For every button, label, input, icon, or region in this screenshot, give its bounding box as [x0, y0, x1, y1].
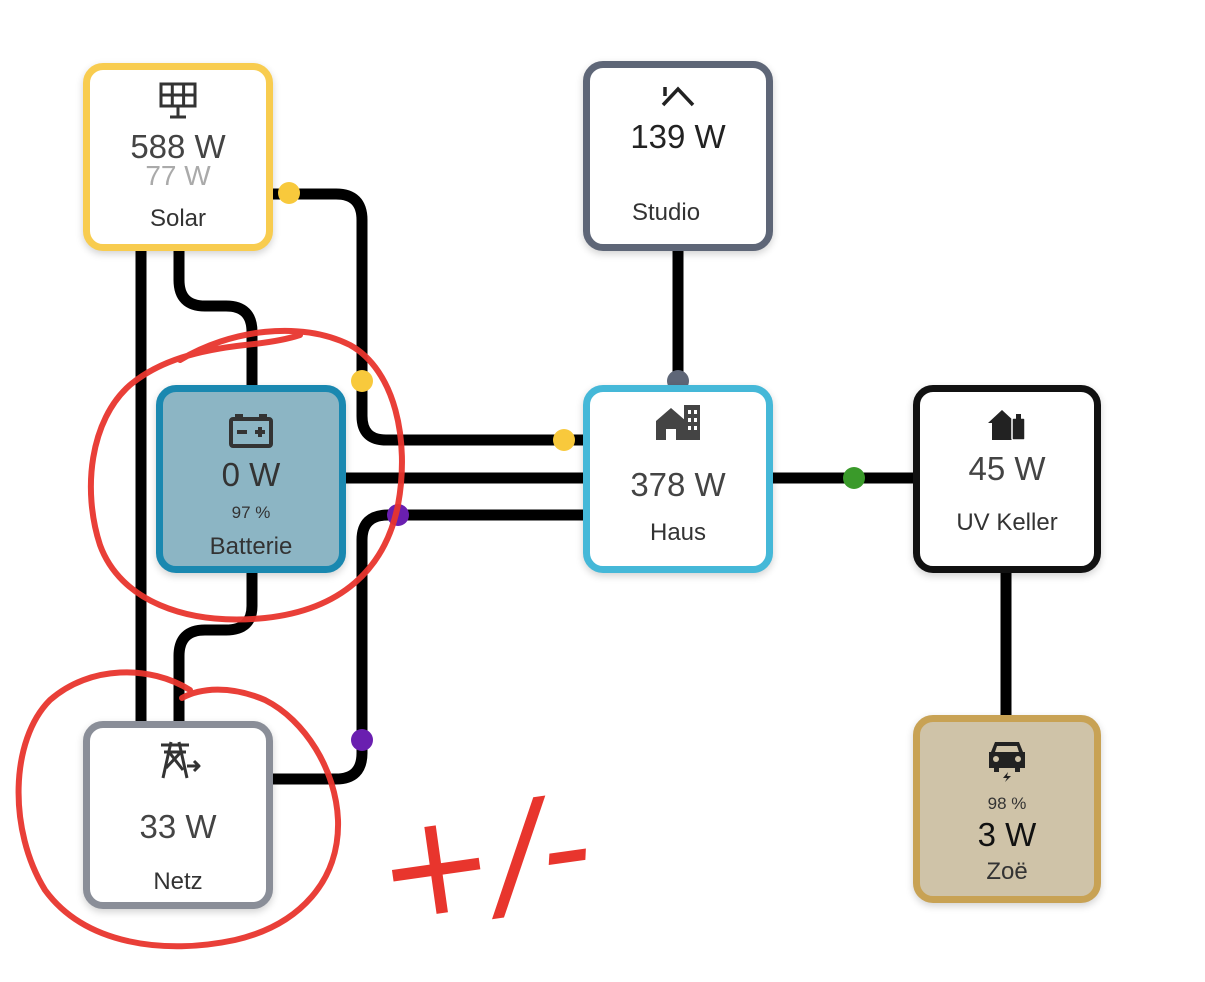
home-power-value: 378 W — [630, 466, 726, 503]
car-node[interactable]: 98 % 3 W Zoë — [913, 715, 1101, 903]
studio-label: Studio — [632, 199, 701, 226]
wire-solar-to-battery — [173, 250, 258, 388]
battery-icon — [163, 412, 339, 448]
home-battery-icon — [920, 406, 1094, 442]
grid-power-value: 33 W — [139, 808, 217, 845]
home-node[interactable]: 378 W Haus — [583, 385, 773, 573]
car-soc-percent: 98 % — [987, 794, 1027, 813]
car-electric-icon — [920, 738, 1094, 782]
battery-power-value: 0 W — [221, 456, 281, 493]
studio-node[interactable]: 139 W Studio — [583, 61, 773, 251]
home-label: Haus — [649, 519, 707, 546]
battery-node[interactable]: 0 W 97 % Batterie — [156, 385, 346, 573]
wire-battery-to-grid — [173, 570, 258, 724]
solar-panel-icon — [90, 80, 266, 120]
transmission-tower-icon — [90, 740, 266, 780]
grid-label: Netz — [153, 868, 203, 895]
uv-keller-node[interactable]: 45 W UV Keller — [913, 385, 1101, 573]
solar-node[interactable]: 588 W 77 W Solar — [83, 63, 273, 251]
home-city-icon — [590, 402, 766, 442]
battery-label: Batterie — [209, 533, 293, 560]
battery-soc-percent: 97 % — [231, 503, 271, 522]
solar-power-value: 588 W — [130, 128, 226, 165]
solar-secondary-value: 77 W — [145, 160, 211, 191]
studio-power-value: 139 W — [630, 118, 726, 155]
car-power-value: 3 W — [977, 816, 1037, 853]
solar-label: Solar — [149, 205, 207, 232]
uv-keller-label: UV Keller — [956, 509, 1058, 536]
flow-dot-solar-2 — [351, 370, 373, 392]
roof-icon — [590, 84, 766, 108]
car-label: Zoë — [986, 858, 1028, 885]
flow-dot-grid-1 — [387, 504, 409, 526]
flow-dot-keller — [843, 467, 865, 489]
flow-dot-solar-1 — [278, 182, 300, 204]
uv-keller-power-value: 45 W — [968, 450, 1046, 487]
flow-dot-grid-2 — [351, 729, 373, 751]
grid-node[interactable]: 33 W Netz — [83, 721, 273, 909]
flow-dot-solar-3 — [553, 429, 575, 451]
